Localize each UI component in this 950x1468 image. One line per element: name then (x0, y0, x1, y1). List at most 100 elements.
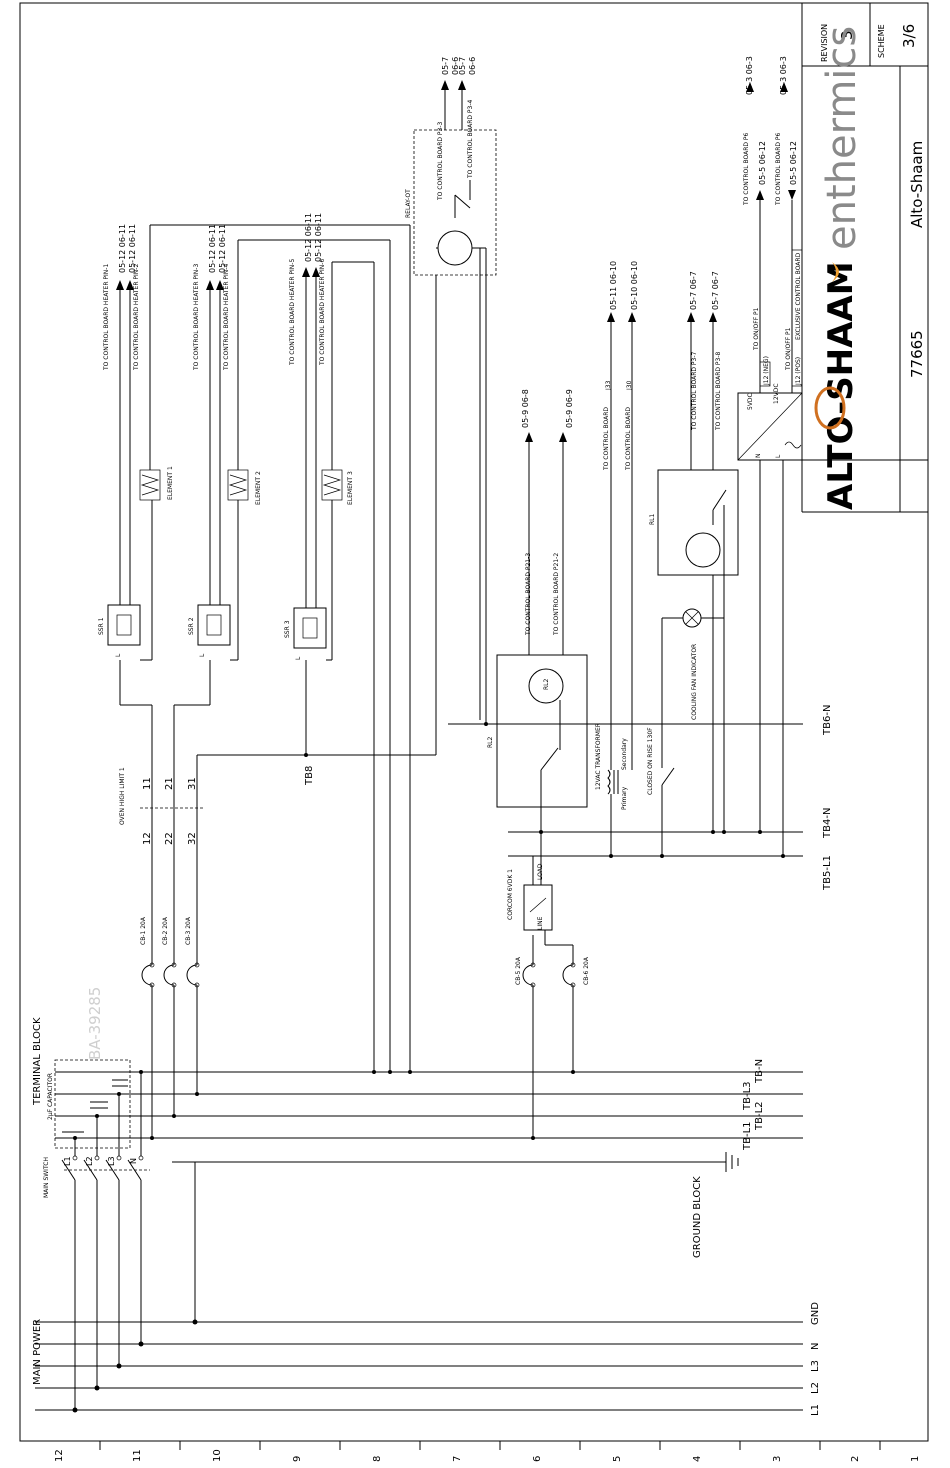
right-bus-label: TB5-L1 (822, 855, 833, 891)
psu-ref-label: 05-3 06-3 (779, 56, 788, 95)
rl2-coil-icon (528, 668, 564, 704)
heater-pin-label: TO CONTROL BOARD HEATER PIN-4 (223, 264, 230, 371)
transformer-pin-label: TO CONTROL BOARD (603, 407, 610, 471)
heater-pin-label: TO CONTROL BOARD HEATER PIN-6 (319, 259, 326, 366)
main-switch-label: MAIN SWITCH (43, 1157, 50, 1198)
border-number: 9 (292, 1456, 303, 1462)
bus-label: TB-N (754, 1059, 765, 1084)
terminal-block-label: TERMINAL BLOCK (32, 1017, 43, 1106)
rl2-ref-label: 05-9 06-8 (521, 389, 530, 428)
switch-pole-label: N (129, 1158, 138, 1164)
rl2-label: RL2 (487, 736, 494, 748)
main-power-line-label: GND (810, 1302, 821, 1325)
relay-ref-label: 05-7 (441, 57, 450, 75)
heater-ref-label: 05-12 06-11 (118, 224, 127, 273)
ssr-label: SSR 2 (188, 617, 195, 635)
oven-high-limit-label: OVEN HIGH LIMIT 1 (119, 767, 126, 825)
heater-pin-label: TO CONTROL BOARD HEATER PIN-3 (193, 264, 200, 371)
border-number: 2 (850, 1456, 861, 1462)
bus-label: TB-L1 (742, 1121, 753, 1151)
main-power-line-label: L1 (810, 1404, 821, 1416)
rl1-relay: RL1 TO CONTROL BOARD P3-7 TO CONTROL BOA… (649, 271, 739, 832)
corcom-label: CORCOM 6VDK 1 (507, 869, 514, 920)
switch-pole-label: L1 (63, 1156, 72, 1166)
psu-n-label: N (755, 454, 762, 459)
psu-box-label: EXCLUSIVE CONTROL BOARD (795, 252, 802, 340)
revision-value: 3 (838, 30, 856, 40)
scheme-value: 3/6 (900, 24, 918, 48)
main-power-line-label: L2 (810, 1382, 821, 1394)
drawing-number: 77665 (908, 330, 926, 378)
transformer-label: 12VAC TRANSFORMER (595, 723, 602, 790)
rl2-coil-label: RL2 (543, 678, 550, 690)
company-name: Alto-Shaam (908, 141, 926, 228)
border-number: 4 (692, 1456, 703, 1462)
transformer-primary-label: Primary (621, 786, 628, 810)
border-tick-marks (99, 1441, 881, 1450)
relay-pin-label: TO CONTROL BOARD P3-4 (467, 99, 474, 179)
breaker-label: CB-3 20A (185, 916, 192, 945)
transformer-pin-label: TO CONTROL BOARD (625, 407, 632, 471)
psu-onoff-label: TO ON/OFF P1 (753, 307, 760, 351)
relay-ref-label: 06-6 (468, 57, 477, 75)
transformer-wire-id: J33 (605, 380, 612, 391)
watermark-text: BA-39285 (86, 987, 104, 1060)
psu-box-label: J12 (NEG) (763, 356, 770, 386)
limit-contact-label: 22 (164, 832, 175, 845)
relay-pin-label: TO CONTROL BOARD P3-3 (437, 121, 444, 201)
psu-l-label: L (775, 454, 782, 458)
heater-pin-label: TO CONTROL BOARD HEATER PIN-5 (289, 259, 296, 366)
bus-label: TB-L2 (754, 1101, 765, 1131)
rl1-pin-label: TO CONTROL BOARD P3-8 (715, 351, 722, 431)
breaker-label: CB-5 20A (515, 956, 522, 985)
right-bus-label: TB4-N (822, 808, 833, 839)
capacitor-label: 2µF CAPACITOR (47, 1073, 54, 1120)
terminal-block: TERMINAL BLOCK 2µF CAPACITOR TB-N TB-L3 … (32, 1017, 803, 1258)
border-number: 5 (612, 1456, 623, 1462)
corcom-line-label: LINE (537, 916, 544, 930)
element-label: ELEMENT 2 (255, 471, 262, 505)
ssr-terminal-label: L (295, 656, 302, 660)
border-number: 12 (54, 1449, 65, 1462)
brand-logo-enthermics: enthermics (819, 26, 865, 250)
limit-contact-label: 12 (142, 832, 153, 845)
corcom-filter: CORCOM 6VDK 1 LINE LOAD (507, 832, 573, 946)
rl1-label: RL1 (649, 513, 656, 525)
right-bus-label: TB6-N (822, 705, 833, 736)
fan-indicator-label: COOLING FAN INDICATOR (691, 644, 698, 720)
ground-symbol-icon (725, 1152, 739, 1172)
psu-onoff-label: TO ON/OFF P1 (785, 327, 792, 371)
transformer-ref-label: 05-10 06-10 (630, 261, 639, 310)
relay-ot: RELAY-OT TO CONTROL BOARD P3-3 TO CONTRO… (405, 57, 497, 720)
thermostat-label: CLOSED ON RISE 130F (647, 727, 654, 795)
enthermics-swoosh-icon (832, 262, 839, 282)
border-number: 7 (452, 1456, 463, 1462)
heater-ref-label: 05-12 06-11 (208, 224, 217, 273)
ssr-2-box (197, 604, 231, 646)
ac-symbol-icon (784, 441, 802, 449)
heater-pin-label: TO CONTROL BOARD HEATER PIN-1 (103, 264, 110, 371)
rl2-relay: RL2 RL2 TO CONTROL BOARD P21-3 TO CONTRO… (472, 247, 588, 832)
relay-ref-label: 06-6 (451, 57, 460, 75)
revision-label: REVISION (820, 24, 829, 62)
rl2-pin-label: TO CONTROL BOARD P21-2 (553, 553, 560, 636)
limit-contact-label: 11 (142, 777, 153, 790)
rl1-pin-label: TO CONTROL BOARD P3-7 (691, 351, 698, 431)
ssr-heater-rows: SSR 1 L ELEMENT 1 TO CONTROL BOARD HEATE… (98, 213, 412, 1074)
rl1-ref-label: 05-7 06-7 (711, 271, 720, 310)
psu-12vdc-label: 12VDC (773, 383, 780, 404)
element-label: ELEMENT 1 (167, 466, 174, 500)
ssr-label: SSR 1 (98, 617, 105, 635)
psu-ref-label: 05-5 06-12 (789, 141, 798, 185)
breaker-label: CB-6 20A (583, 956, 590, 985)
right-buses: TB6-N TB4-N TB5-L1 (448, 705, 833, 891)
title-block: REVISION 3 SCHEME 3/6 ALTO-SHAAM entherm… (801, 3, 928, 513)
rl1-coil-icon (685, 532, 721, 568)
rl2-pin-label: TO CONTROL BOARD P21-3 (525, 553, 532, 636)
limit-contact-label: 21 (164, 777, 175, 790)
power-supply: 5VDC 12VDC N L TO CONTROL BOARD P6 TO CO… (737, 56, 803, 856)
relay-ot-coil-icon (437, 230, 473, 266)
main-power-section: MAIN POWER GND N L3 L2 L1 (32, 1162, 821, 1416)
border-numbers: 12 11 10 9 8 7 6 5 4 3 2 1 (54, 1449, 921, 1462)
